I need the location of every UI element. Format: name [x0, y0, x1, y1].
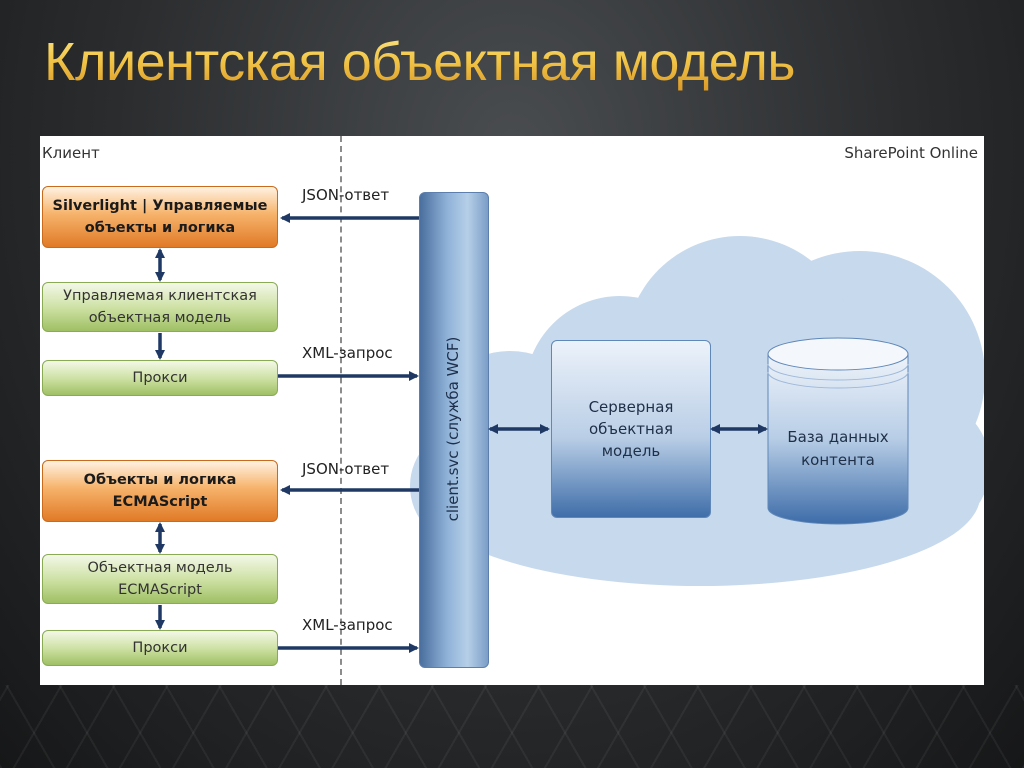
ecmascript-logic-box: Объекты и логика ECMAScript — [42, 460, 278, 522]
server-zone-label: SharePoint Online — [844, 144, 978, 162]
client-zone-label: Клиент — [42, 144, 100, 162]
connector-arrows — [155, 213, 768, 653]
content-database-cylinder — [767, 337, 909, 525]
diagram-panel: Клиент SharePoint Online Silverlight | У… — [40, 136, 984, 685]
content-database-label: База данных контента — [787, 428, 889, 469]
slide-title: Клиентская объектная модель — [44, 22, 796, 102]
xml-request-label-2: XML-запрос — [302, 616, 393, 634]
ecmascript-model-box: Объектная модель ECMAScript — [42, 554, 278, 604]
proxy-box-2: Прокси — [42, 630, 278, 666]
json-response-label-2: JSON-ответ — [302, 460, 390, 478]
json-response-label-1: JSON-ответ — [302, 186, 390, 204]
proxy-box-1: Прокси — [42, 360, 278, 396]
client-server-divider — [340, 136, 342, 685]
xml-request-label-1: XML-запрос — [302, 344, 393, 362]
silverlight-logic-box: Silverlight | Управляемые объекты и логи… — [42, 186, 278, 248]
managed-client-model-box: Управляемая клиентская объектная модель — [42, 282, 278, 332]
background-floor-pattern — [0, 685, 1024, 768]
